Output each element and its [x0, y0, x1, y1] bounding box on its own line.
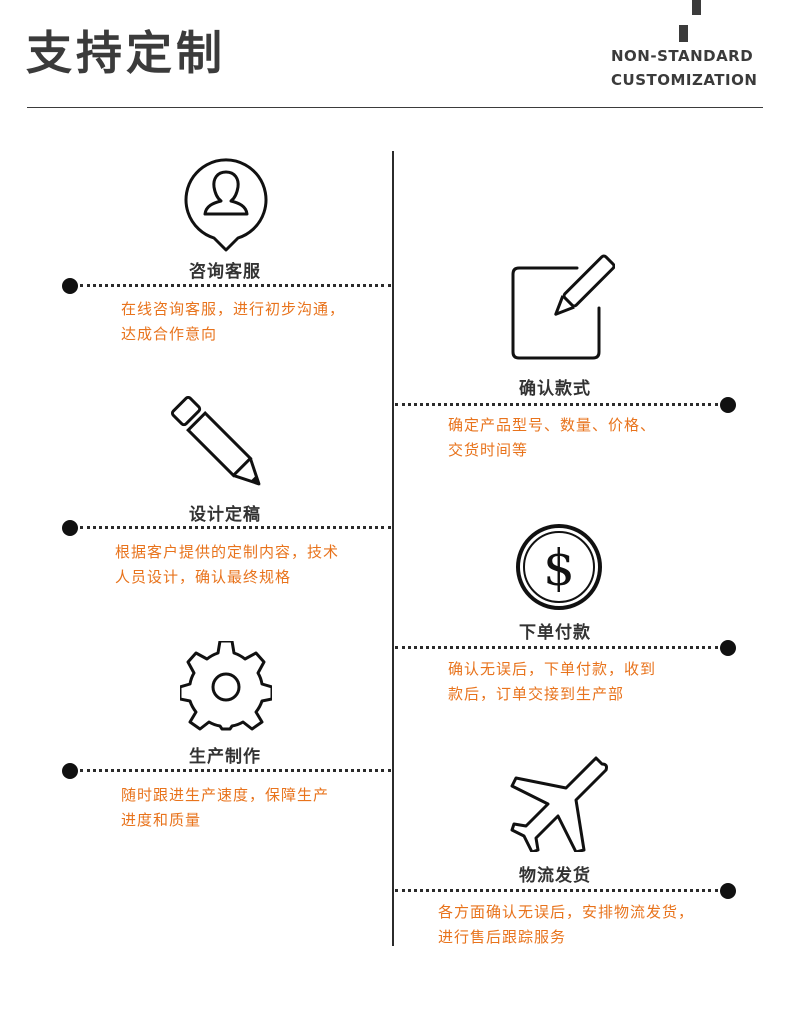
header-divider — [27, 107, 763, 108]
step-desc-confirm-style: 确定产品型号、数量、价格、 交货时间等 — [448, 416, 657, 459]
edit-icon — [509, 253, 615, 361]
dollar-icon: $ — [515, 523, 603, 611]
timeline-node — [720, 883, 736, 899]
step-desc-design: 根据客户提供的定制内容，技术 人员设计，确认最终规格 — [115, 543, 340, 586]
timeline-node — [720, 397, 736, 413]
step-title-payment: 下单付款 — [519, 623, 591, 643]
step-desc-shipping: 各方面确认无误后，安排物流发货， 进行售后跟踪服务 — [438, 903, 695, 946]
step-title-shipping: 物流发货 — [519, 866, 591, 886]
dotted-connector — [80, 284, 391, 287]
pencil-icon — [170, 396, 272, 494]
timeline-node — [62, 763, 78, 779]
timeline-node — [62, 278, 78, 294]
step-title-production: 生产制作 — [189, 747, 261, 767]
step-title-design: 设计定稿 — [189, 505, 261, 525]
dotted-connector — [395, 403, 718, 406]
airplane-icon — [508, 756, 610, 852]
dotted-connector — [80, 526, 391, 529]
timeline-node — [720, 640, 736, 656]
subtitle-line-1: NON-STANDARD — [611, 47, 754, 65]
step-desc-payment: 确认无误后，下单付款，收到 款后，订单交接到生产部 — [448, 660, 657, 703]
subtitle-line-2: CUSTOMIZATION — [611, 71, 758, 89]
dotted-connector — [395, 889, 718, 892]
dotted-connector — [80, 769, 391, 772]
customer-service-icon — [183, 156, 269, 254]
dotted-connector — [395, 646, 718, 649]
timeline-spine — [392, 151, 394, 946]
step-title-confirm-style: 确认款式 — [519, 379, 591, 399]
gear-icon — [180, 641, 272, 733]
timeline-node — [62, 520, 78, 536]
step-title-consult: 咨询客服 — [189, 262, 261, 282]
step-desc-consult: 在线咨询客服，进行初步沟通， 达成合作意向 — [121, 300, 346, 343]
svg-text:$: $ — [543, 539, 575, 597]
step-desc-production: 随时跟进生产速度，保障生产 进度和质量 — [121, 786, 330, 829]
page-title: 支持定制 — [26, 26, 226, 80]
